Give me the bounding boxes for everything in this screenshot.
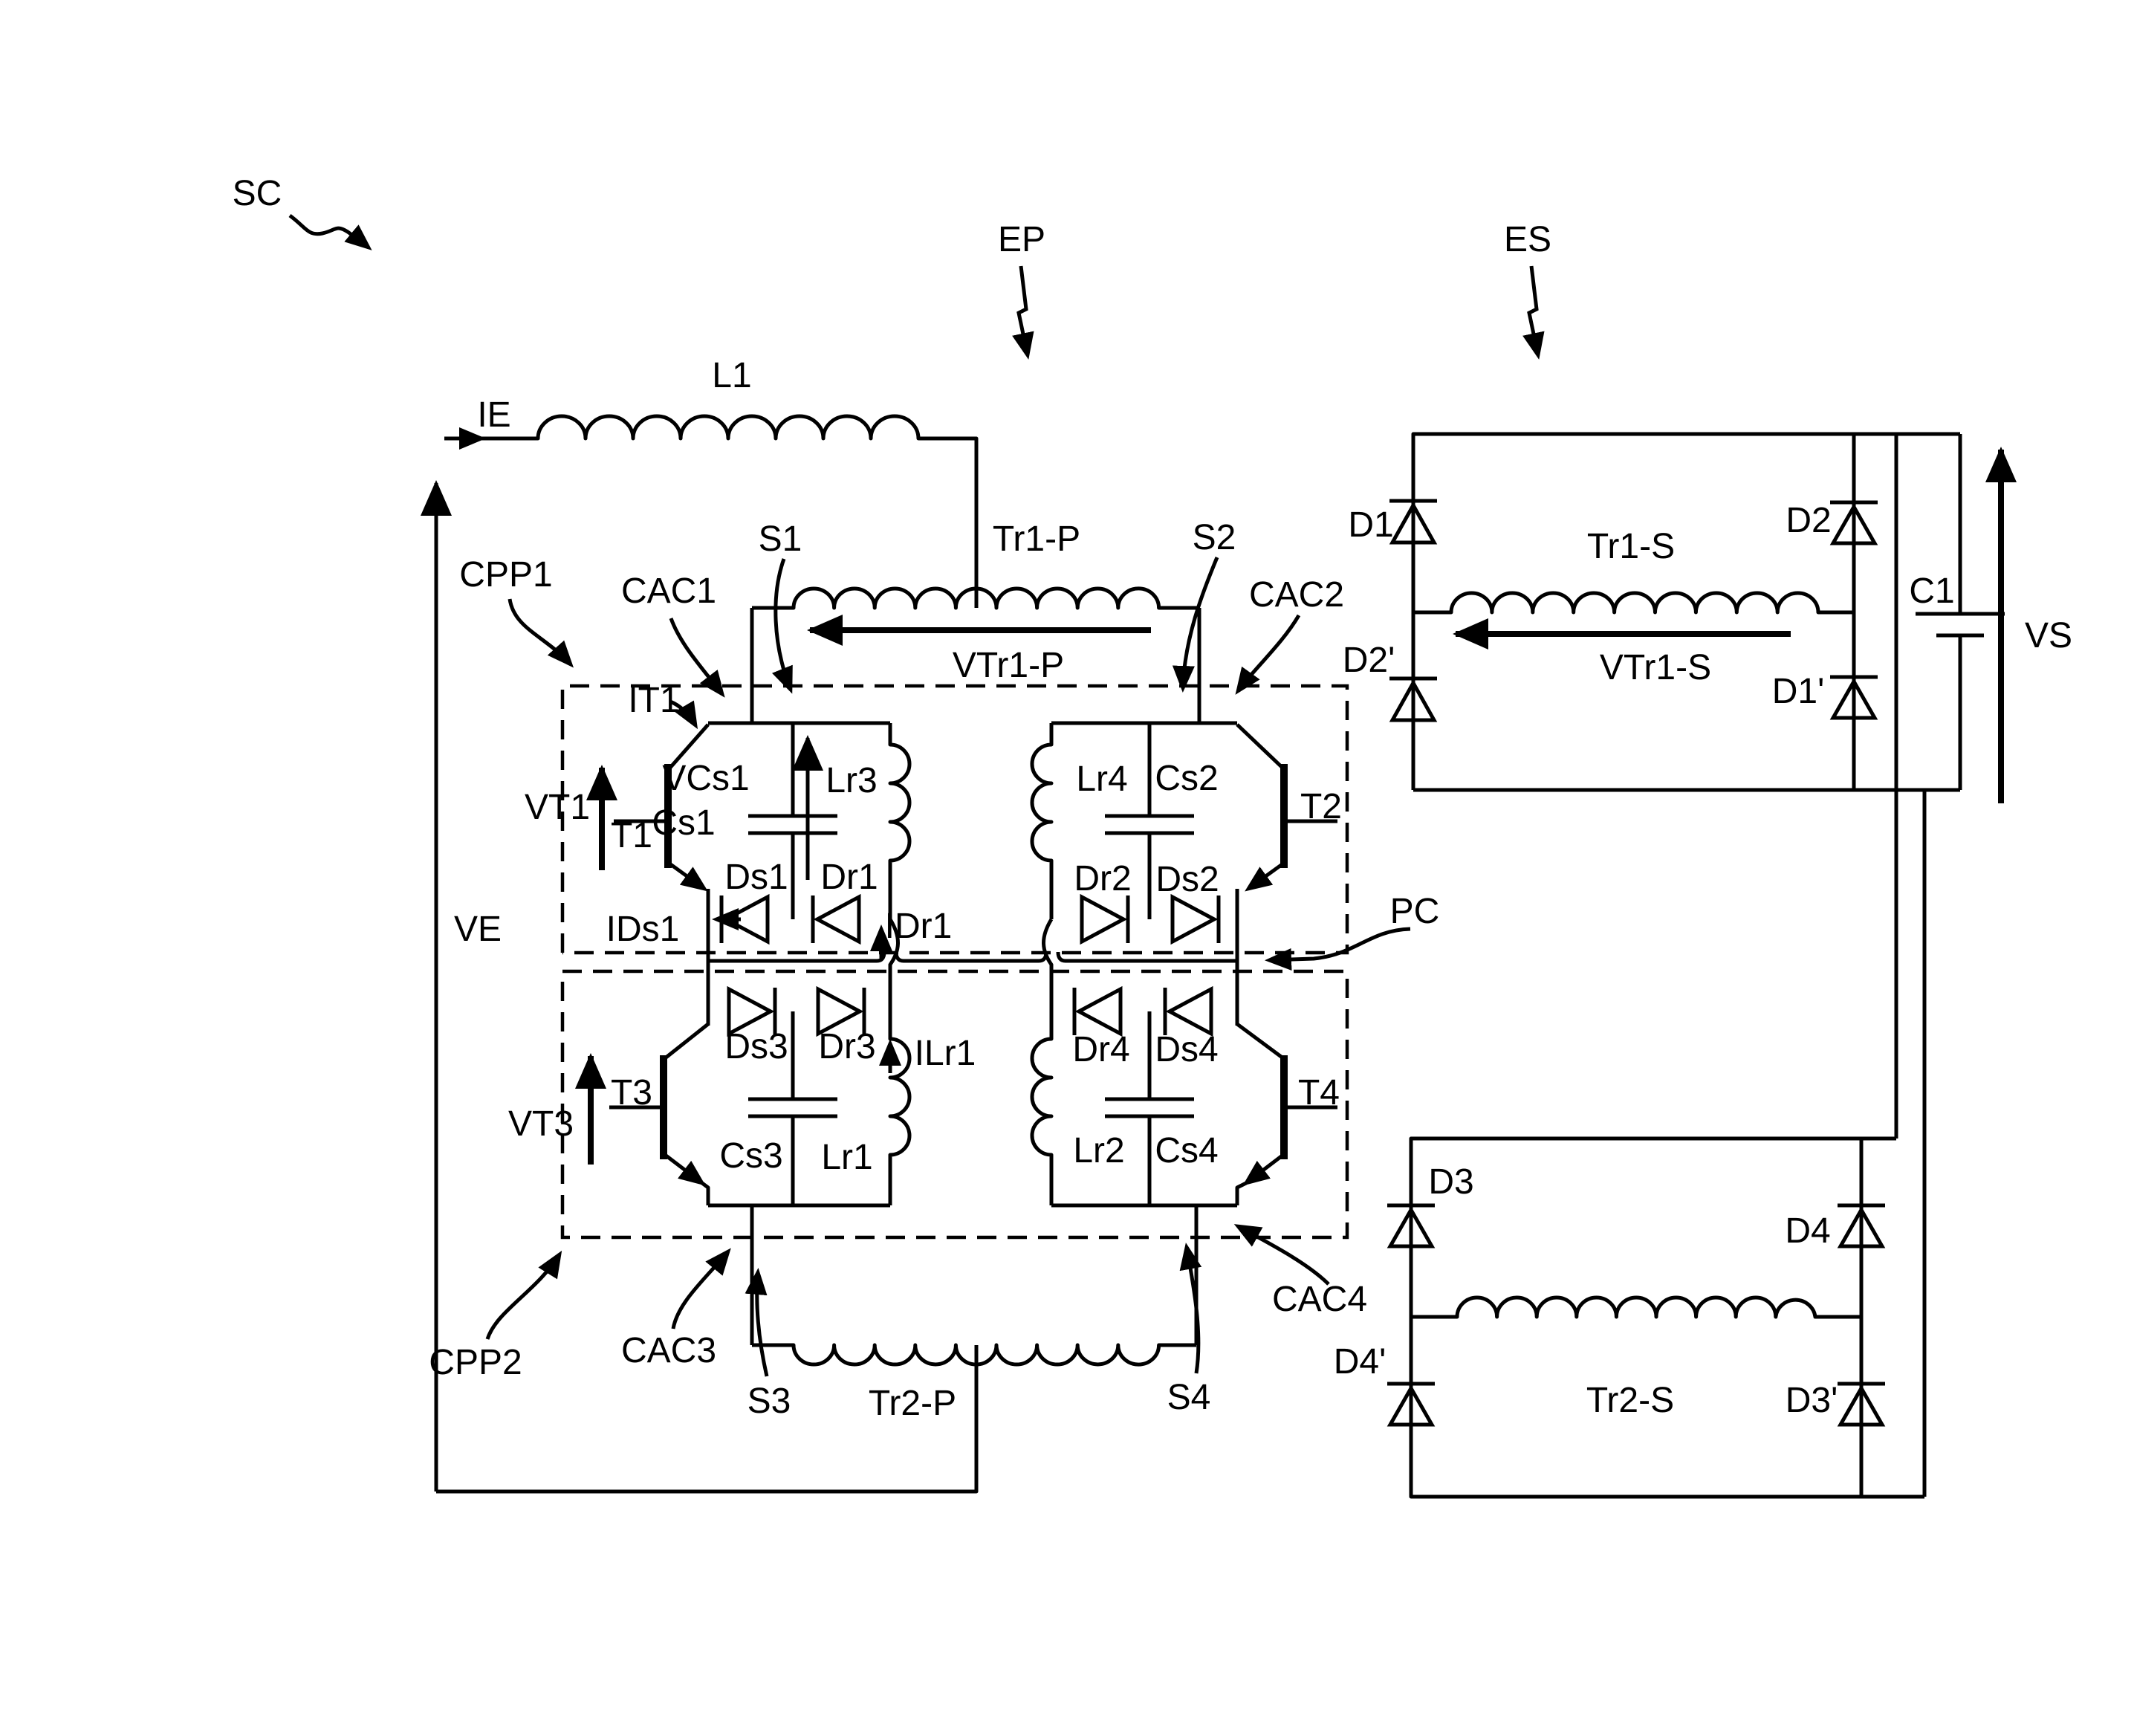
dr2-diode xyxy=(1082,895,1128,943)
label-es: ES xyxy=(1504,220,1551,259)
label-cpp1: CPP1 xyxy=(459,555,552,595)
label-idr1: IDr1 xyxy=(885,907,953,946)
label-c1: C1 xyxy=(1909,571,1954,611)
measurement-arrows xyxy=(591,450,2001,1165)
tr2p-coil xyxy=(752,1345,1196,1364)
label-cs4: Cs4 xyxy=(1155,1131,1218,1170)
dr4-diode xyxy=(1074,988,1120,1035)
ep-arrow xyxy=(1019,266,1028,355)
label-ilr1: ILr1 xyxy=(915,1034,976,1073)
label-dr4: Dr4 xyxy=(1072,1030,1129,1069)
lr2-coil xyxy=(1032,1011,1051,1205)
cpp2-box xyxy=(562,971,1347,1237)
label-it1: IT1 xyxy=(628,681,679,720)
label-cac2: CAC2 xyxy=(1249,575,1344,615)
labels: SC IE L1 EP ES S1 Tr1-P S2 CPP1 CAC1 CAC… xyxy=(233,174,2072,1423)
lr1-coil xyxy=(890,1011,909,1205)
label-d4p: D4' xyxy=(1334,1342,1387,1382)
label-tr2s: Tr2-S xyxy=(1586,1381,1674,1420)
tr2s-coil xyxy=(1411,1298,1861,1317)
label-sc: SC xyxy=(233,174,282,213)
cac4-arrow xyxy=(1238,1226,1329,1284)
cpp1-arrow xyxy=(510,599,571,664)
label-ds2: Ds2 xyxy=(1155,860,1219,899)
dr1-diode xyxy=(813,895,859,943)
igbt-t3 xyxy=(609,1024,708,1205)
cac3-arrow xyxy=(673,1251,728,1329)
label-lr1: Lr1 xyxy=(821,1138,872,1177)
label-vcs1: VCs1 xyxy=(662,759,749,798)
ds2-diode xyxy=(1173,895,1219,943)
label-tr1s: Tr1-S xyxy=(1587,527,1675,566)
label-dr1: Dr1 xyxy=(820,858,878,897)
label-d3: D3 xyxy=(1428,1162,1473,1202)
label-vs: VS xyxy=(2025,616,2072,655)
label-t2: T2 xyxy=(1300,787,1342,826)
label-cac3: CAC3 xyxy=(621,1331,716,1370)
label-ds4: Ds4 xyxy=(1155,1030,1218,1069)
tr1s-coil xyxy=(1413,593,1854,612)
ds4-diode xyxy=(1165,988,1211,1035)
label-cs2: Cs2 xyxy=(1155,759,1218,798)
label-tr2p: Tr2-P xyxy=(869,1384,956,1423)
label-s2: S2 xyxy=(1193,518,1236,557)
label-s1: S1 xyxy=(759,519,802,559)
label-ds1: Ds1 xyxy=(724,858,788,897)
s3-arrow xyxy=(757,1272,767,1376)
label-cac4: CAC4 xyxy=(1272,1280,1367,1319)
label-pc: PC xyxy=(1390,892,1440,931)
right-strand-cross xyxy=(1044,919,1052,1011)
sc-arrow xyxy=(290,216,369,247)
label-s4: S4 xyxy=(1167,1378,1211,1417)
label-lr2: Lr2 xyxy=(1073,1131,1124,1170)
label-vtr1p: VTr1-P xyxy=(953,646,1064,685)
label-d2p: D2' xyxy=(1343,641,1395,680)
label-d1: D1 xyxy=(1348,505,1393,545)
label-d3p: D3' xyxy=(1786,1381,1838,1420)
label-dr3: Dr3 xyxy=(818,1027,875,1066)
label-lr3: Lr3 xyxy=(826,761,877,800)
label-cac1: CAC1 xyxy=(621,571,716,611)
label-ids1: IDs1 xyxy=(606,910,680,949)
label-vtr1s: VTr1-S xyxy=(1600,648,1711,687)
label-dr2: Dr2 xyxy=(1074,859,1131,898)
igbt-t4 xyxy=(1237,1024,1337,1205)
label-tr1p: Tr1-P xyxy=(993,519,1080,559)
label-s3: S3 xyxy=(747,1382,791,1421)
callout-arrows xyxy=(290,216,1538,1376)
label-t4: T4 xyxy=(1298,1073,1340,1112)
label-l1: L1 xyxy=(712,356,751,395)
label-lr4: Lr4 xyxy=(1076,760,1127,799)
c1-capacitor xyxy=(1916,434,2005,790)
lr4-coil xyxy=(1032,723,1051,919)
label-t1: T1 xyxy=(611,816,652,855)
label-ie: IE xyxy=(477,395,510,435)
label-cs3: Cs3 xyxy=(719,1136,782,1176)
pc-arrow xyxy=(1269,929,1410,960)
s1-arrow xyxy=(776,559,791,690)
label-vt1: VT1 xyxy=(525,788,590,827)
es-arrow xyxy=(1529,266,1538,355)
label-d4: D4 xyxy=(1785,1211,1830,1251)
rect1-outline xyxy=(1413,434,1960,790)
cpp2-arrow xyxy=(487,1254,560,1339)
label-ds3: Ds3 xyxy=(724,1027,788,1066)
cac2-arrow xyxy=(1238,615,1299,691)
label-d2: D2 xyxy=(1786,501,1831,540)
lr3-coil xyxy=(890,723,909,919)
label-cs1: Cs1 xyxy=(652,803,715,843)
label-cpp2: CPP2 xyxy=(429,1343,522,1382)
bridge-diodes xyxy=(721,895,1219,1035)
label-t3: T3 xyxy=(611,1073,652,1112)
label-ep: EP xyxy=(998,220,1045,259)
label-vt3: VT3 xyxy=(508,1104,574,1144)
label-ve: VE xyxy=(454,910,502,949)
label-d1p: D1' xyxy=(1772,672,1825,711)
